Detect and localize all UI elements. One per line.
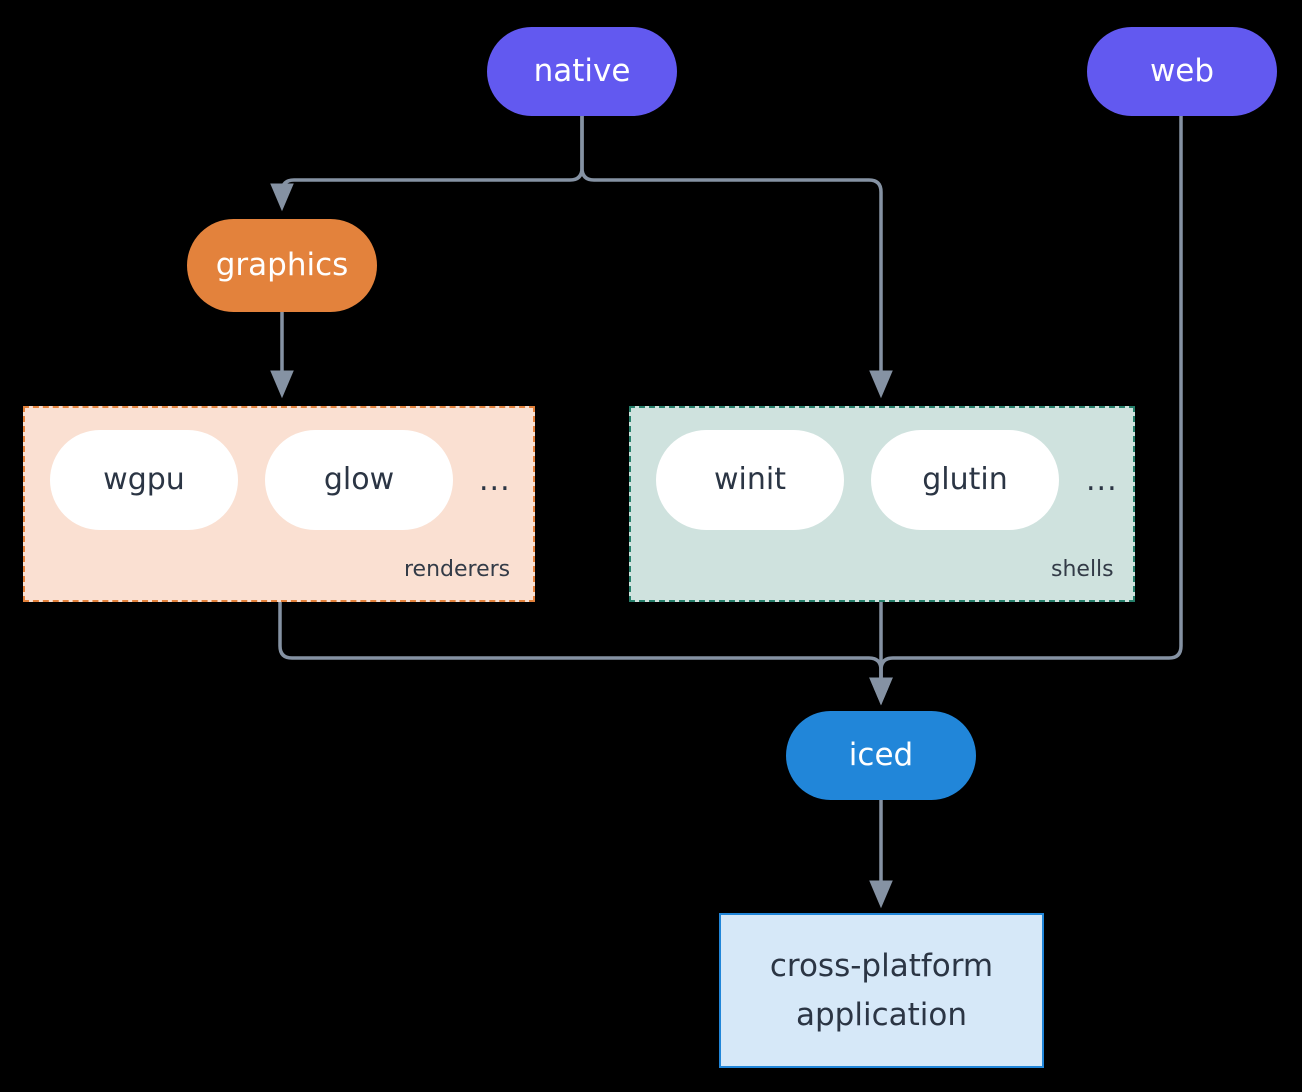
node-wgpu-label: wgpu — [103, 461, 185, 497]
node-native-label: native — [533, 52, 631, 89]
node-winit[interactable]: winit — [656, 430, 844, 530]
node-winit-label: winit — [714, 461, 786, 497]
application-label-line1: cross-platform — [769, 948, 994, 985]
node-web-label: web — [1149, 52, 1215, 89]
node-cross-platform-application[interactable]: cross-platform application — [719, 913, 1044, 1068]
node-glutin-label: glutin — [922, 461, 1008, 497]
node-graphics-label: graphics — [215, 246, 349, 283]
node-iced-label: iced — [848, 736, 914, 773]
cluster-shells-label: shells — [1051, 557, 1114, 582]
node-iced[interactable]: iced — [786, 711, 976, 800]
node-glow-label: glow — [323, 461, 395, 497]
node-graphics[interactable]: graphics — [187, 219, 377, 312]
node-glow[interactable]: glow — [265, 430, 453, 530]
node-wgpu[interactable]: wgpu — [50, 430, 238, 530]
node-shells-more: ... — [1086, 463, 1118, 498]
node-native[interactable]: native — [487, 27, 677, 116]
node-web[interactable]: web — [1087, 27, 1277, 116]
edge-native-to-graphics — [270, 116, 584, 212]
edge-renderers-to-iced — [278, 602, 893, 706]
node-renderers-more-label: ... — [479, 463, 511, 498]
cluster-renderers-label: renderers — [404, 557, 511, 582]
node-renderers-more: ... — [479, 463, 511, 498]
node-glutin[interactable]: glutin — [871, 430, 1059, 530]
application-label-line2: application — [796, 996, 967, 1033]
node-shells-more-label: ... — [1086, 463, 1118, 498]
edge-native-to-shells — [580, 116, 893, 399]
